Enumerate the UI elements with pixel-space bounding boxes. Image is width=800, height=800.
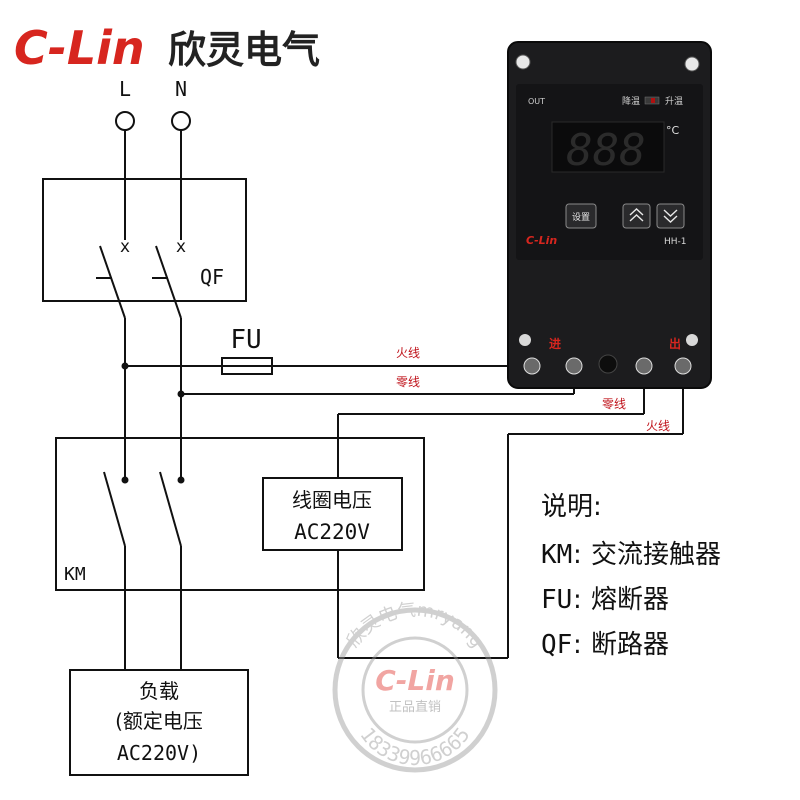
terminal-screw-live-out <box>674 357 692 375</box>
legend: 说明: KM : 交流接触器 FU : 熔断器 QF : 断路器 <box>541 492 721 660</box>
company-name: 欣灵电气 <box>168 28 320 72</box>
wire-label-live-out: 火线 <box>646 419 670 433</box>
wire-label-live-in: 火线 <box>396 346 420 360</box>
device-model: HH-1 <box>664 237 687 247</box>
led-display-digits: 888 <box>566 125 645 176</box>
sensor-port <box>598 354 618 374</box>
svg-text:欣灵电气mryang: 欣灵电气mryang <box>343 600 488 652</box>
wire-label-neutral-out: 零线 <box>602 397 626 411</box>
display-unit: °C <box>666 124 680 137</box>
fuse-label: FU <box>230 325 261 355</box>
port-in-label: 进 <box>549 336 561 351</box>
up-button[interactable] <box>622 203 651 229</box>
legend-code-fu: FU <box>541 585 572 615</box>
breaker-box <box>42 178 247 302</box>
temperature-controller: OUT 降温 升温 888 °C 设置 C-Lin HH-1 进 出 <box>507 41 712 389</box>
coil-voltage-title: 线圈电压 <box>292 488 372 512</box>
watermark-ring-text: 欣灵电气mryang <box>343 600 488 652</box>
junction-dot <box>121 476 129 484</box>
terminal-live <box>115 111 135 131</box>
legend-desc-fu: 熔断器 <box>591 585 669 615</box>
junction-dot <box>177 390 185 398</box>
breaker-label: QF <box>200 265 224 289</box>
breaker-contact-mark-neutral: x <box>176 237 186 257</box>
wire-label-neutral-in: 零线 <box>396 375 420 389</box>
load-box <box>69 669 249 776</box>
wiring <box>96 130 684 670</box>
brand-logo: C-Lin 欣灵电气 <box>14 21 320 75</box>
legend-code-qf: QF <box>541 630 572 660</box>
set-button-label: 设置 <box>572 212 590 223</box>
svg-text::: : <box>573 540 582 570</box>
port-out-label: 出 <box>669 336 681 351</box>
legend-title: 说明: <box>541 492 602 522</box>
coil-box <box>262 477 403 551</box>
watermark-brand: C-Lin <box>375 664 455 697</box>
junction-dot <box>121 362 129 370</box>
legend-code-km: KM <box>541 540 572 570</box>
terminal-label-neutral: N <box>175 77 187 101</box>
brand-logo-text: C-Lin <box>14 21 145 75</box>
watermark-sub: 正品直销 <box>389 700 441 715</box>
mount-hole-icon <box>519 334 531 346</box>
terminal-screw-neutral-out <box>635 357 653 375</box>
mount-hole-icon <box>515 54 531 70</box>
watermark-seal: 欣灵电气mryang 18339966665 C-Lin 正品直销 <box>332 600 498 773</box>
terminal-label-live: L <box>119 77 131 101</box>
terminal-neutral <box>171 111 191 131</box>
terminal-screw-live-in <box>523 357 541 375</box>
mode-heat-label: 升温 <box>665 96 683 107</box>
svg-text::: : <box>573 585 582 615</box>
double-chevron-down-icon <box>663 209 678 223</box>
mount-hole-icon <box>686 334 698 346</box>
set-button[interactable] <box>565 203 597 229</box>
svg-text:18339966665: 18339966665 <box>355 723 474 770</box>
coil-voltage-value: AC220V <box>294 520 370 544</box>
terminal-screw-neutral-in <box>565 357 583 375</box>
legend-desc-qf: 断路器 <box>591 630 669 660</box>
mount-hole-icon <box>684 56 700 72</box>
load-rated-voltage-value: AC220V) <box>117 741 201 765</box>
device-brand: C-Lin <box>526 234 557 247</box>
mode-cool-label: 降温 <box>622 95 640 107</box>
load-rated-voltage-label: (额定电压 <box>115 709 203 733</box>
svg-text::: : <box>573 630 582 660</box>
double-chevron-up-icon <box>629 208 644 222</box>
watermark-phone: 18339966665 <box>355 723 474 770</box>
contactor-box <box>55 437 425 591</box>
legend-desc-km: 交流接触器 <box>591 540 721 570</box>
junction-dot <box>177 476 185 484</box>
led-display <box>551 121 665 173</box>
contactor-label: KM <box>64 564 86 585</box>
breaker-contact-mark-live: x <box>120 237 130 257</box>
out-indicator-label: OUT <box>528 97 545 106</box>
load-title: 负载 <box>139 679 179 703</box>
